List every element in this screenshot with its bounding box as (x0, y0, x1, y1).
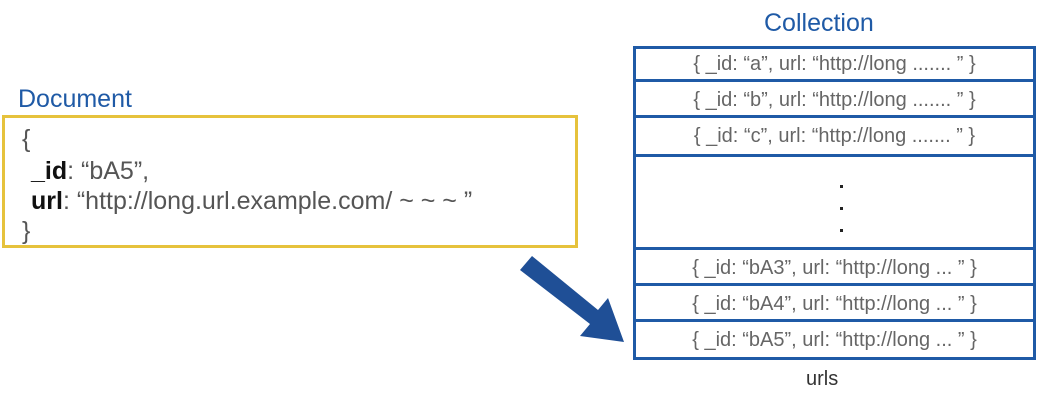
collection-row: { _id: “c”, url: “http://long ....... ” … (693, 125, 976, 147)
document-url-key: url (31, 187, 63, 215)
document-title: Document (18, 85, 132, 113)
arrow-shape (520, 256, 624, 342)
ellipsis-dot (840, 207, 843, 210)
collection-row: { _id: “b”, url: “http://long ....... ” … (636, 85, 1033, 118)
collection-row: { _id: “bA5”, url: “http://long ... ” } (692, 329, 977, 351)
ellipsis-dot (840, 229, 843, 232)
document-url-value: : “http://long.url.example.com/ ~ ~ ~ ” (62, 187, 473, 215)
ellipsis-dot (840, 185, 843, 188)
collection-row: { _id: “bA4”, url: “http://long ... ” } (636, 289, 1033, 322)
document-box: { _id: “bA5”, url: “http://long.url.exam… (2, 115, 578, 248)
ellipsis-dots (636, 157, 1033, 249)
document-id-value: : “bA5”, (67, 157, 150, 185)
arrow-down-right-icon (520, 256, 624, 342)
collection-row: { _id: “bA3”, url: “http://long ... ” } (636, 253, 1033, 286)
collection-row: { _id: “a”, url: “http://long ....... ” … (636, 49, 1033, 82)
document-open-brace: { (22, 125, 31, 153)
collection-box: { _id: “a”, url: “http://long ....... ” … (633, 46, 1036, 360)
collection-name: urls (806, 368, 839, 390)
document-id-line: _id: “bA5”, (31, 156, 149, 186)
document-id-key: _id (31, 157, 68, 185)
document-close-brace: } (22, 217, 31, 245)
collection-title: Collection (764, 9, 874, 37)
ellipsis-gap (636, 154, 1033, 250)
document-url-line: url: “http://long.url.example.com/ ~ ~ ~… (31, 186, 472, 216)
